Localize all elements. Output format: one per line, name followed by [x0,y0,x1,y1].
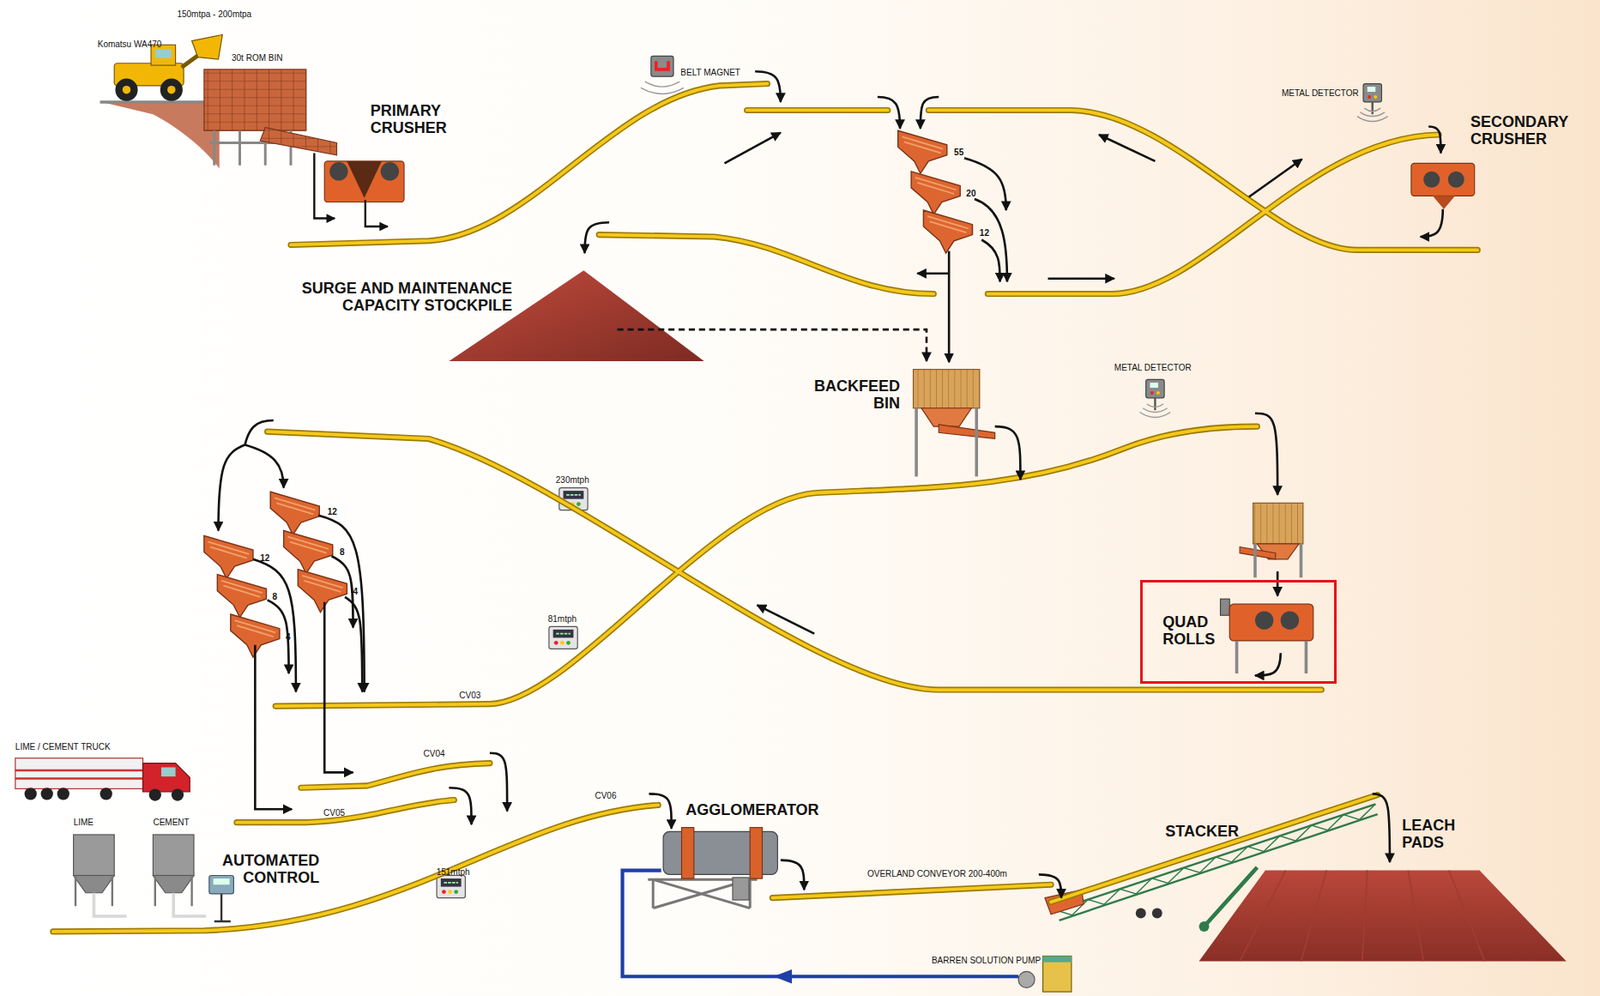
equipment-frame: QUAD ROLLS [1140,579,1338,684]
screen-number: 8 [339,547,345,557]
flow-rate: 230mtph [555,475,590,485]
equipment-label: LEACH PADS [1401,817,1462,852]
equipment-label: LIME [73,817,94,828]
flow-rate: 151mtph [436,867,471,877]
equipment-label: BARREN SOLUTION PUMP [931,955,1041,966]
conveyor-label: OVERLAND CONVEYOR 200-400m [867,869,1008,879]
equipment-label: PRIMARY CRUSHER [370,102,457,138]
screen-number: 20 [966,188,976,199]
equipment-label: SURGE AND MAINTENANCE CAPACITY STOCKPILE [289,280,513,315]
capacity-note: 150mtpa - 200mtpa [176,9,252,19]
screen-number: 8 [272,591,278,602]
screen-number: 12 [327,507,338,517]
equipment-label: METAL DETECTOR [1281,88,1359,98]
equipment-label: CEMENT [152,817,189,828]
equipment-label: 30t ROM BIN [231,53,283,63]
screen-number: 55 [953,147,964,157]
equipment-label: STACKER [1165,823,1239,841]
screen-number: 4 [353,586,359,597]
conveyor-label: CV03 [458,690,481,701]
equipment-label: AUTOMATED CONTROL [211,852,320,888]
equipment-label: AGGLOMERATOR [685,802,819,820]
screen-number: 12 [259,553,270,563]
equipment-label: METAL DETECTOR [1114,362,1192,373]
conveyor-label: CV06 [594,790,616,801]
equipment-label: BACKFEED BIN [805,378,900,413]
equipment-label: Komatsu WA470 [97,39,163,49]
conveyor-label: CV04 [423,748,446,759]
screen-number: 12 [979,228,990,238]
equipment-label: QUAD ROLLS [1162,614,1223,649]
flow-rate: 81mtph [548,614,577,624]
equipment-label: LIME / CEMENT TRUCK [15,742,111,752]
conveyor-label: CV05 [323,808,345,818]
equipment-label: BELT MAGNET [680,67,741,78]
screen-number: 4 [285,632,291,642]
equipment-label: SECONDARY CRUSHER [1470,114,1582,149]
